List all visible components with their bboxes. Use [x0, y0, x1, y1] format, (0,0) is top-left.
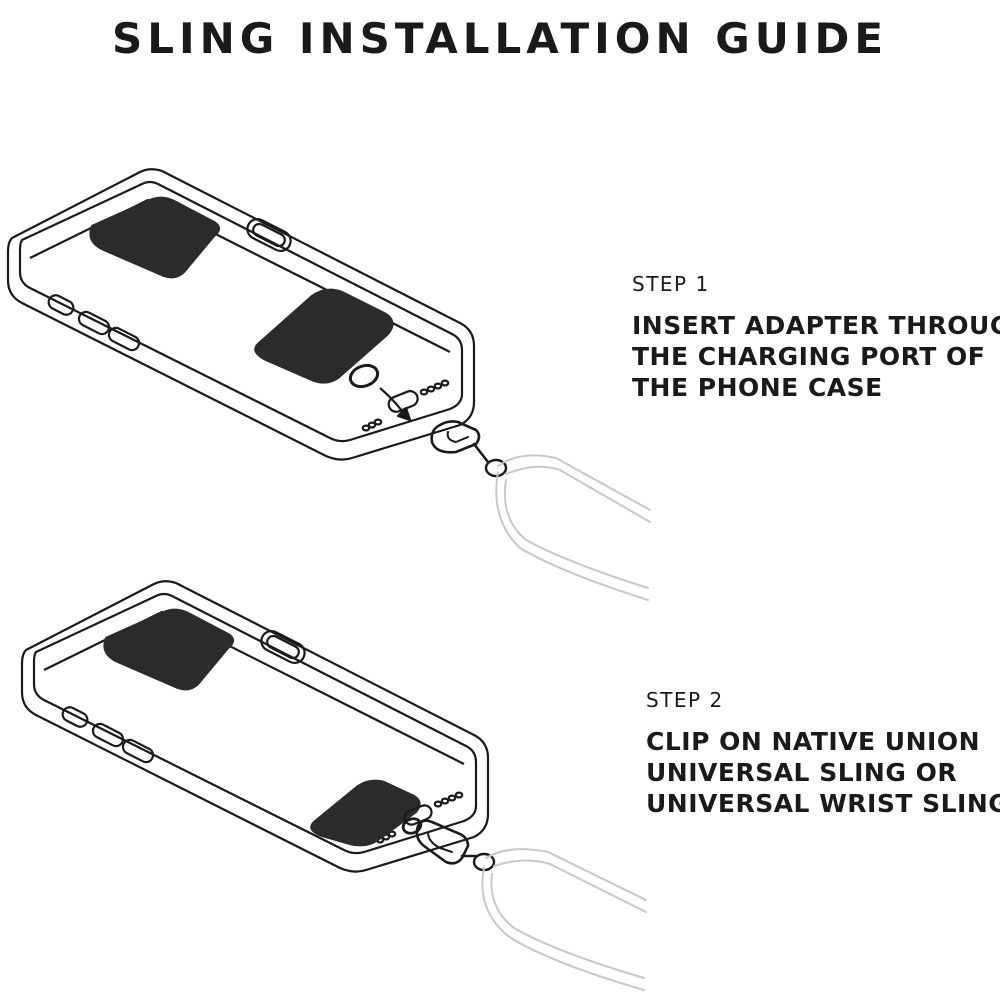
step2-label: STEP 2 [646, 688, 724, 712]
sling-strap-outer [481, 848, 647, 991]
camera-cutout [103, 608, 235, 691]
step2-line-1: CLIP ON NATIVE UNION [646, 727, 980, 756]
sling-strap-outer [495, 454, 651, 601]
case-outer-shell [6, 168, 476, 461]
insertion-arrowhead [396, 406, 412, 422]
step1-line-2: THE CHARGING PORT OF [632, 342, 986, 371]
side-button [260, 629, 306, 665]
silent-switch [61, 706, 89, 728]
step1-sling-illustration [430, 420, 651, 601]
speaker-holes-right [433, 791, 464, 808]
case-inner-rim [18, 180, 464, 443]
adapter-ring [348, 363, 380, 389]
volume-down-button [121, 738, 155, 764]
side-button [246, 217, 292, 253]
step1-instruction: INSERT ADAPTER THROUGH THE CHARGING PORT… [632, 310, 1000, 403]
page-title: SLING INSTALLATION GUIDE [111, 14, 889, 63]
step2-phone-case-illustration [20, 580, 490, 873]
step2-instruction: CLIP ON NATIVE UNION UNIVERSAL SLING OR … [646, 726, 1000, 819]
speaker-holes-left [361, 418, 383, 432]
case-outer-shell [20, 580, 490, 873]
step2-line-3: UNIVERSAL WRIST SLING [646, 789, 1000, 818]
volume-down-button [107, 326, 141, 352]
step1-line-3: THE PHONE CASE [632, 373, 883, 402]
case-inner-rim [32, 592, 478, 855]
step2-line-2: UNIVERSAL SLING OR [646, 758, 958, 787]
clip-hook [415, 819, 470, 865]
volume-up-button [77, 310, 111, 336]
volume-up-button [91, 722, 125, 748]
adapter-tab [254, 288, 394, 384]
step1-phone-case-illustration [6, 168, 476, 461]
sling-strap-inner [503, 465, 651, 589]
clip-hook [430, 420, 481, 454]
silent-switch [47, 294, 75, 316]
step1-line-1: INSERT ADAPTER THROUGH [632, 311, 1000, 340]
adapter-tab-installed [310, 779, 421, 847]
speaker-holes-right [419, 379, 450, 396]
sling-ring [484, 458, 508, 478]
camera-cutout [89, 196, 221, 279]
step1-label: STEP 1 [632, 272, 710, 296]
sling-strap-inner [490, 859, 647, 979]
step2-sling-illustration [415, 819, 647, 991]
